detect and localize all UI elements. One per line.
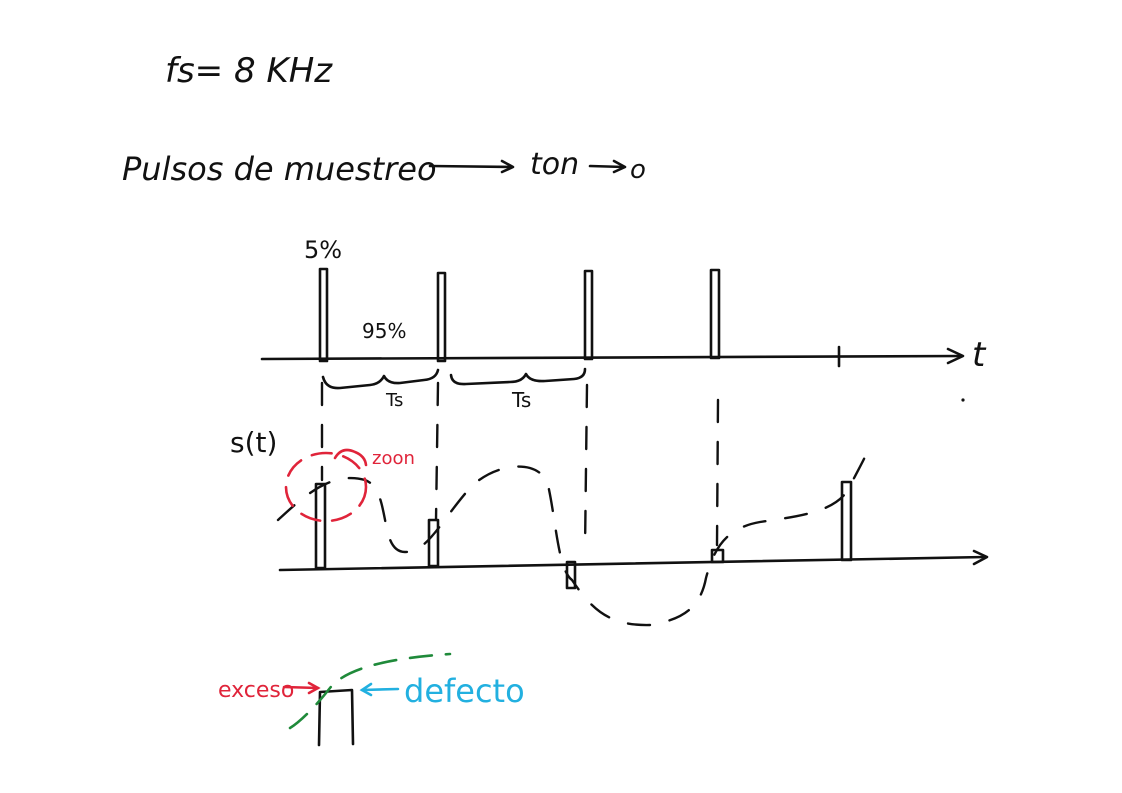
sample-pulse [565, 560, 577, 590]
sample-pulse [710, 548, 725, 564]
sample-pulse [840, 480, 853, 562]
arrow-to-ton [428, 159, 515, 174]
time-axis [260, 347, 965, 365]
period-label: Ts [385, 390, 403, 411]
zoom-pointer [333, 448, 368, 467]
sampling-pulse [709, 268, 721, 360]
sample-guide-line [715, 398, 720, 547]
signal-label: s(t) [230, 426, 277, 459]
sample-pulse [427, 518, 440, 568]
duty-on-label: 5% [304, 236, 342, 264]
zoom-circle [284, 451, 368, 523]
time-axis-label: t [972, 335, 987, 375]
period-brace [321, 368, 440, 390]
sample-guide-line [583, 383, 589, 552]
period-brace [449, 367, 587, 386]
defect-arrow [359, 682, 400, 697]
sampling-pulse [318, 267, 329, 363]
zoomed-signal-curve [288, 652, 452, 730]
ton-limit: o [630, 155, 646, 185]
sample-guide-line [434, 381, 440, 522]
zoomed-pulse [317, 688, 355, 747]
arrow-to-zero [588, 159, 627, 174]
signal-axis [278, 549, 989, 572]
analog-signal-curve [276, 448, 870, 627]
duty-off-label: 95% [362, 319, 406, 343]
ton-label: ton [530, 147, 579, 182]
sampling-pulse [583, 269, 594, 361]
pulses-label: Pulsos de muestreo [122, 150, 437, 188]
ink-dot [961, 398, 965, 402]
period-label: Ts [511, 388, 531, 412]
sample-pulse [314, 482, 327, 570]
excess-label: exceso [218, 678, 294, 703]
zoom-label: zoon [372, 448, 415, 469]
sampling-frequency: fs= 8 KHz [165, 51, 333, 91]
sampling-pulse [436, 271, 447, 363]
excess-arrow [282, 681, 321, 695]
defect-label: defecto [404, 672, 525, 710]
